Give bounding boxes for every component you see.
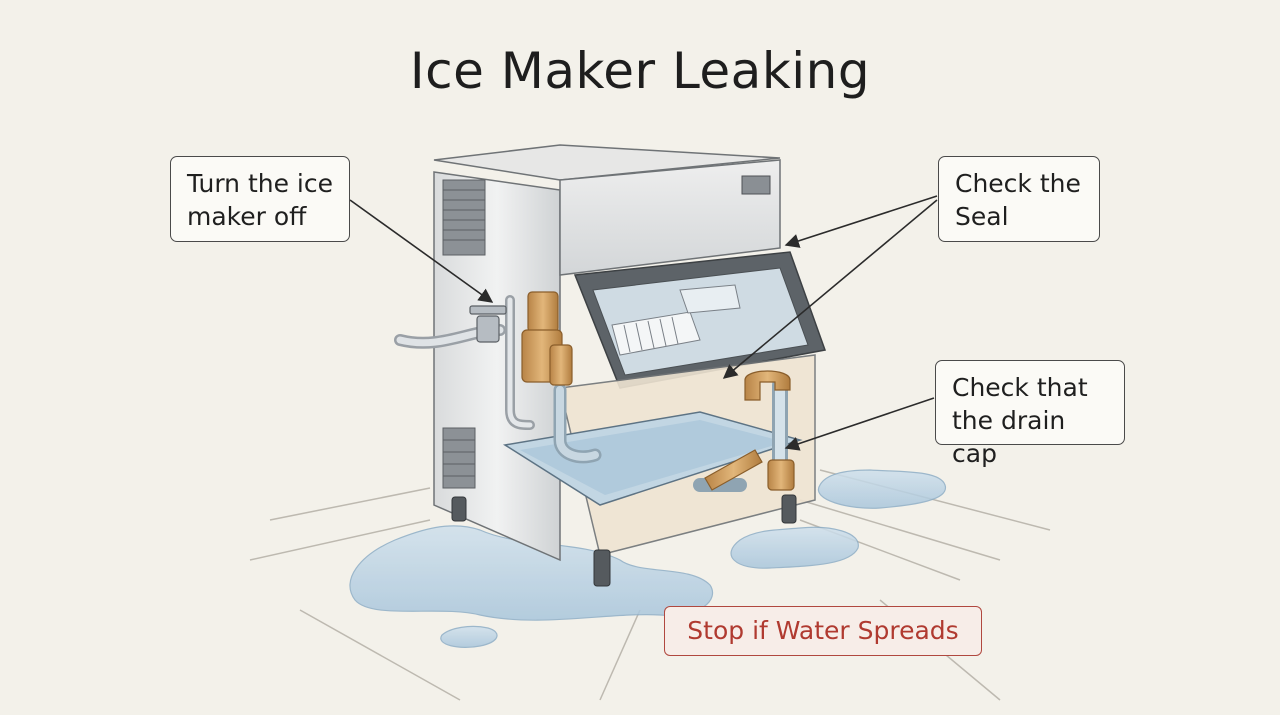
callout-line: Seal bbox=[955, 202, 1009, 231]
warning-label: Stop if Water Spreads bbox=[664, 606, 982, 656]
control-panel bbox=[741, 175, 771, 195]
arrow-to-top-seal bbox=[784, 195, 938, 248]
callout-line: Check the bbox=[955, 169, 1081, 198]
callout-turn-off: Turn the ice maker off bbox=[170, 156, 350, 242]
brass-fittings bbox=[521, 291, 795, 491]
water-valve bbox=[469, 305, 507, 343]
water-puddles bbox=[349, 469, 946, 648]
ice-tray bbox=[611, 284, 741, 356]
arrow-to-drain-cap bbox=[784, 397, 935, 451]
arrow-to-valve bbox=[349, 199, 494, 303]
cabinet-legs bbox=[451, 494, 797, 587]
arrow-to-bin-seal bbox=[722, 199, 938, 379]
callout-line: maker off bbox=[187, 202, 307, 231]
top-lid bbox=[433, 144, 781, 181]
callout-drain-cap: Check that the drain cap bbox=[935, 360, 1125, 468]
callout-line: Check that bbox=[952, 373, 1088, 402]
callout-line: the drain cap bbox=[952, 406, 1066, 468]
side-vents bbox=[442, 179, 486, 489]
top-unit-front bbox=[559, 159, 781, 276]
callout-check-seal: Check the Seal bbox=[938, 156, 1100, 242]
page-title: Ice Maker Leaking bbox=[409, 42, 871, 100]
callout-line: Turn the ice bbox=[187, 169, 333, 198]
callout-arrows bbox=[349, 195, 938, 451]
